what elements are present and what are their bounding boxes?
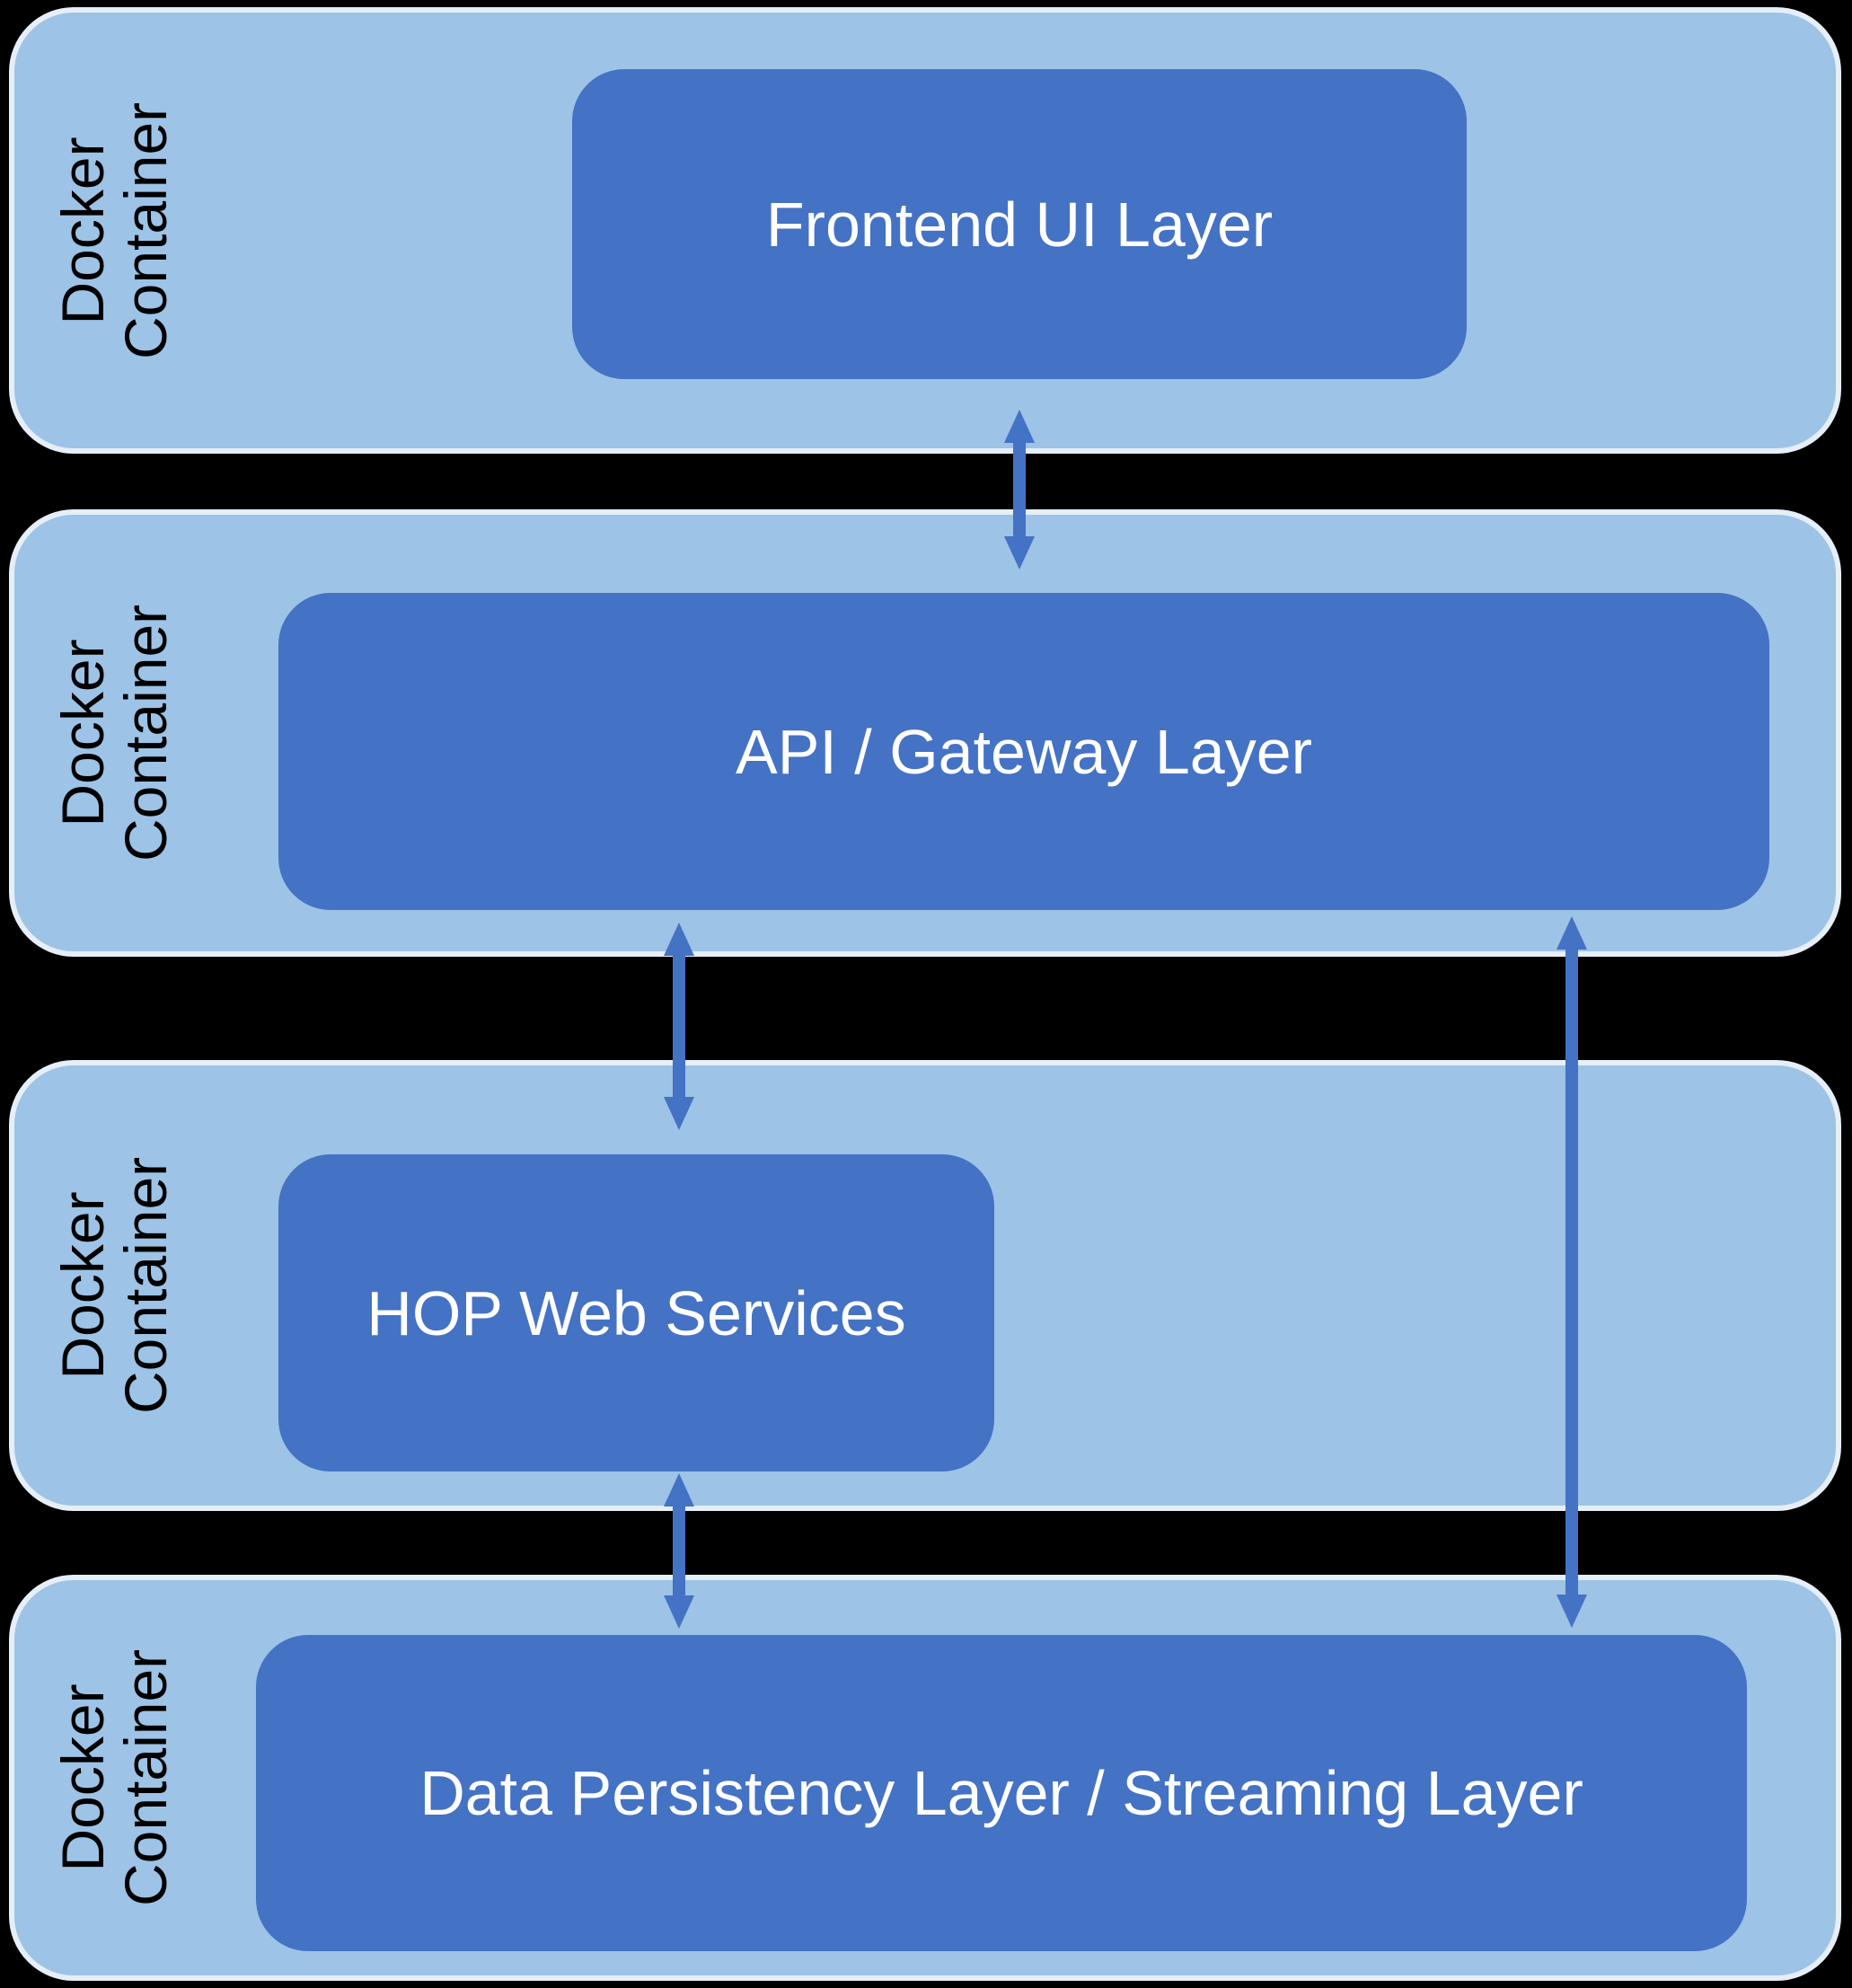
- data-persistency-layer-box: Data Persistency Layer / Streaming Layer: [256, 1635, 1747, 1951]
- hop-web-services-box: HOP Web Services: [278, 1154, 994, 1471]
- docker-container-label-wrap: Docker Container: [14, 1065, 216, 1506]
- data-persistency-layer-label: Data Persistency Layer / Streaming Layer: [419, 1758, 1583, 1828]
- api-gateway-layer-label: API / Gateway Layer: [736, 716, 1312, 787]
- docker-container-label: Docker Container: [49, 102, 180, 359]
- frontend-ui-layer-label: Frontend UI Layer: [765, 189, 1274, 260]
- docker-container-label: Docker Container: [49, 1156, 180, 1415]
- docker-container-label: Docker Container: [49, 604, 180, 862]
- hop-web-services-label: HOP Web Services: [366, 1277, 906, 1348]
- frontend-ui-layer-box: Frontend UI Layer: [572, 69, 1467, 379]
- docker-container-label-wrap: Docker Container: [14, 1580, 216, 1975]
- api-gateway-layer-box: API / Gateway Layer: [278, 593, 1769, 910]
- docker-container-label-wrap: Docker Container: [14, 13, 216, 448]
- docker-container-label: Docker Container: [49, 1648, 180, 1907]
- docker-container-label-wrap: Docker Container: [14, 515, 216, 951]
